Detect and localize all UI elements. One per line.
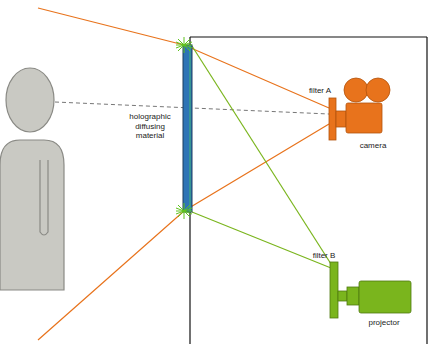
filter-a [329, 98, 336, 140]
diffusion-burst [176, 37, 192, 219]
room-wall [190, 37, 427, 344]
holographic-screen [183, 45, 192, 212]
camera-ray [38, 8, 329, 340]
filter-b [330, 262, 338, 318]
projector-icon [338, 281, 411, 313]
camera-icon [336, 78, 390, 133]
filter-label: filter A [309, 86, 331, 96]
projector-ray [192, 46, 331, 268]
material-label: holographic diffusing material [122, 112, 178, 141]
filter-label: filter B [313, 251, 336, 261]
camera-label: camera [360, 141, 387, 151]
projector-label: projector [368, 318, 399, 328]
person [0, 68, 64, 290]
